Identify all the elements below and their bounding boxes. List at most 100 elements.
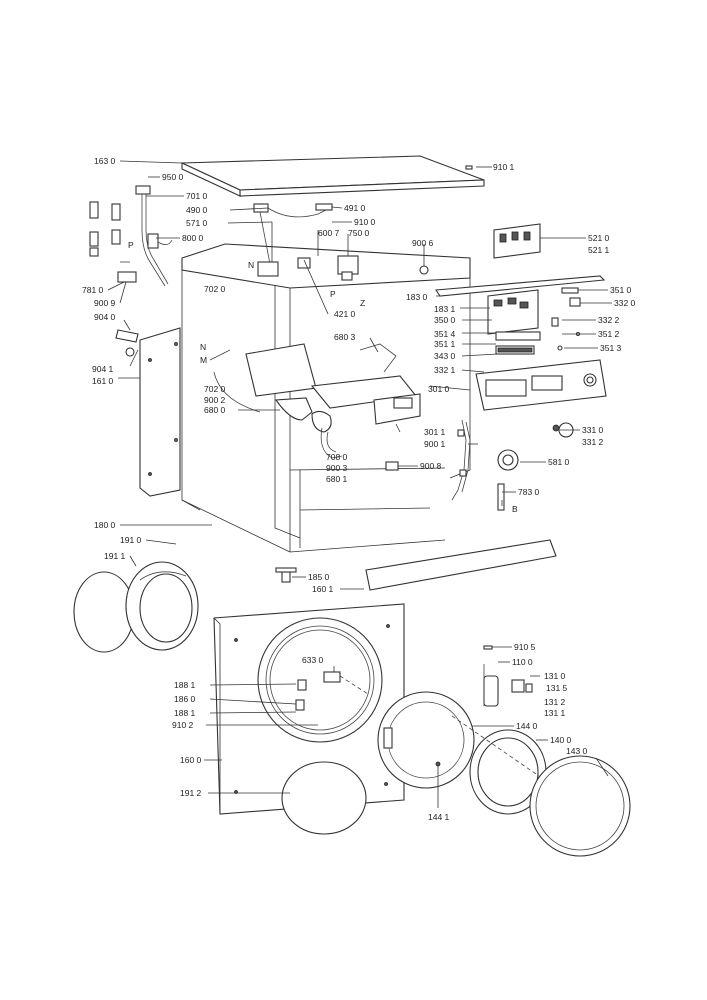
label-950-0: 950 0 [162,172,184,182]
part-904 [115,329,139,357]
label-191-1: 191 1 [104,551,126,561]
label-180-0: 180 0 [94,520,116,530]
label-144-0: 144 0 [516,721,538,731]
label-191-0: 191 0 [120,535,142,545]
label-343-0: 343 0 [434,351,456,361]
front-panel [213,603,405,815]
door-frame [377,691,475,789]
label-900-8: 900 8 [420,461,442,471]
label-633-0: 633 0 [302,655,324,665]
plinth [365,539,557,591]
label-600-7: 600 7 [318,228,340,238]
label-183-1: 183 1 [434,304,456,314]
label-186-0: 186 0 [174,694,196,704]
label-571-0: 571 0 [186,218,208,228]
label-701-0: 701 0 [186,191,208,201]
label-351-2: 351 2 [598,329,620,339]
label-708-0: 708 0 [326,452,348,462]
label-521-0: 521 0 [588,233,610,243]
label-904-0: 904 0 [94,312,116,322]
label-110-0: 110 0 [512,657,533,667]
label-490-0: 490 0 [186,205,208,215]
label-910-0: 910 0 [354,217,376,227]
label-581-0: 581 0 [548,457,570,467]
sump-hose [209,349,343,459]
label-p-center: P [330,289,336,299]
label-702-0-top: 702 0 [204,284,226,294]
leader-lines [107,160,612,808]
label-910-5: 910 5 [514,642,536,652]
label-331-0: 331 0 [582,425,604,435]
top-lid [181,155,485,197]
label-900-2: 900 2 [204,395,226,405]
label-n-top: N [248,260,254,270]
back-panel [139,327,181,497]
label-143-0: 143 0 [566,746,588,756]
label-910-2: 910 2 [172,720,194,730]
label-301-1: 301 1 [424,427,446,437]
label-900-9: 900 9 [94,298,116,308]
dispenser-drawer [245,343,421,425]
screws [465,165,493,650]
control-board [493,223,541,259]
label-783-0: 783 0 [518,487,540,497]
door-handle [483,664,533,707]
label-910-1: 910 1 [493,162,515,172]
label-131-0: 131 0 [544,671,566,681]
label-351-3: 351 3 [600,343,622,353]
wiring-loom [451,419,471,501]
label-160-1: 160 1 [312,584,334,594]
label-161-0: 161 0 [92,376,114,386]
label-351-0: 351 0 [610,285,632,295]
springs-left [89,201,137,283]
label-185-0: 185 0 [308,572,330,582]
label-351-4: 351 4 [434,329,456,339]
heater-rod [497,483,505,511]
lower-seal [281,761,367,835]
label-702-0-bottom: 702 0 [204,384,226,394]
label-351-1: 351 1 [434,339,456,349]
label-781-0: 781 0 [82,285,104,295]
label-b: B [512,504,518,514]
label-m: M [200,355,207,365]
label-904-1: 904 1 [92,364,114,374]
label-521-1: 521 1 [588,245,610,255]
label-188-1-top: 188 1 [174,680,196,690]
control-fascia [475,359,607,411]
label-160-0: 160 0 [180,755,202,765]
door-glass [451,715,621,833]
label-301-0: 301 0 [428,384,450,394]
door-seal-left [73,561,199,653]
label-900-1: 900 1 [424,439,446,449]
label-900-3: 900 3 [326,463,348,473]
label-680-0: 680 0 [204,405,226,415]
label-750-0: 750 0 [348,228,370,238]
main-board [487,289,541,355]
label-140-0: 140 0 [550,735,572,745]
label-191-2: 191 2 [180,788,202,798]
label-131-2: 131 2 [544,697,566,707]
valve-assembly [257,255,429,281]
label-163-0: 163 0 [94,156,116,166]
outer-door-ring [529,755,631,857]
label-332-2: 332 2 [598,315,620,325]
label-680-3: 680 3 [334,332,356,342]
label-n-mid: N [200,342,206,352]
part-labels: 163 0 910 1 950 0 701 0 490 0 491 0 571 … [82,156,636,822]
label-680-1: 680 1 [326,474,348,484]
motor [497,449,519,471]
hose-assembly [135,185,173,287]
label-800-0: 800 0 [182,233,204,243]
label-900-6: 900 6 [412,238,434,248]
door-lock [295,671,369,711]
label-332-1: 332 1 [434,365,456,375]
foot [275,567,297,583]
label-183-0: 183 0 [406,292,428,302]
small-parts-right [551,287,581,351]
label-z: Z [360,298,365,308]
label-188-1-bottom: 188 1 [174,708,196,718]
top-rail [435,275,606,297]
label-332-0: 332 0 [614,298,636,308]
label-331-2: 331 2 [582,437,604,447]
